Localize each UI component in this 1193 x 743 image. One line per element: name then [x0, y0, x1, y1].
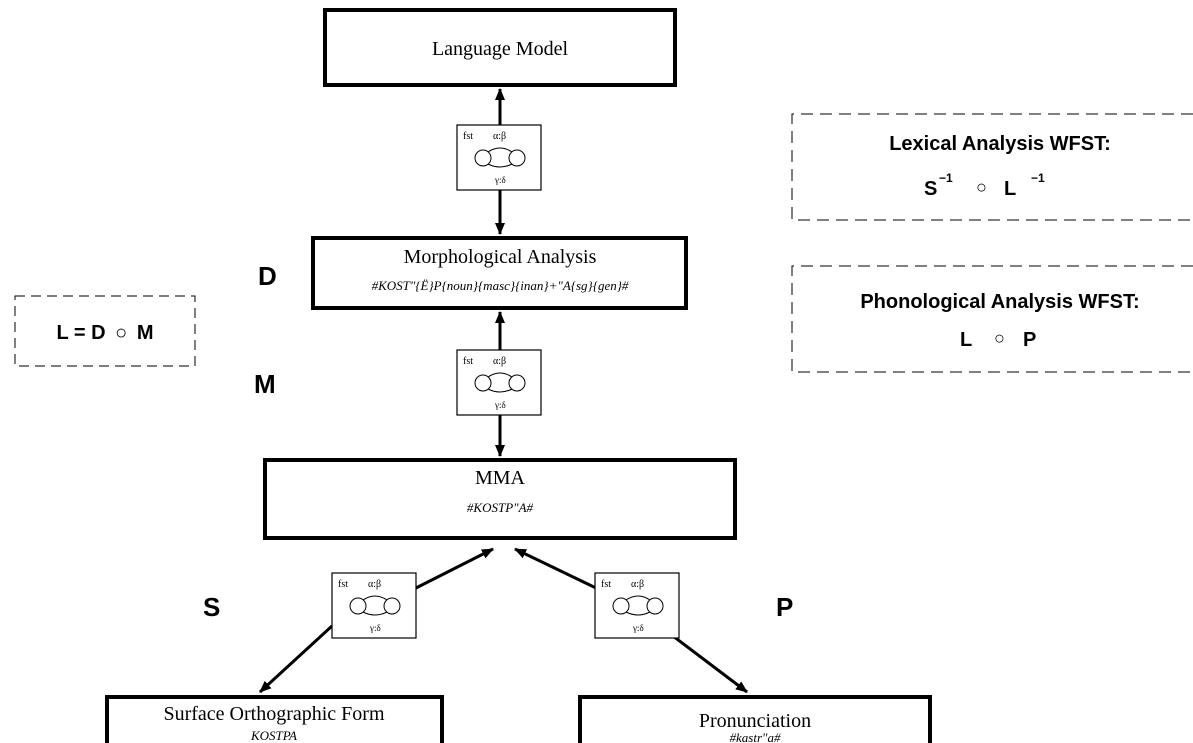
- fst-state-circle: [474, 374, 492, 392]
- composition-rhs: M: [137, 322, 154, 344]
- pronunciation-node: Pronunciation #kastr"a#: [578, 695, 932, 743]
- fst-icon-language-model: fst α:β γ:δ: [456, 124, 542, 191]
- arrows: [258, 88, 748, 694]
- compose-operator: ○: [994, 328, 1005, 348]
- fst-state-circle: [349, 597, 367, 615]
- fst-state-circle: [508, 374, 526, 392]
- arrow-s-to-surface: [258, 624, 334, 694]
- fst-label: fst: [463, 356, 473, 367]
- fst-state-circle: [508, 149, 526, 167]
- pronunciation-example: #kastr"a#: [730, 730, 781, 743]
- transducer-label-d: D: [258, 261, 277, 291]
- surface-form-title: Surface Orthographic Form: [163, 703, 384, 725]
- arrow-p-to-pronunciation: [664, 628, 748, 694]
- language-model-node: Language Model: [323, 8, 677, 87]
- fst-top-arc: α:β: [368, 579, 381, 590]
- morph-analysis-node: Morphological Analysis #KOST"{Ë}P{noun}{…: [311, 236, 688, 310]
- phonological-p: P: [1023, 329, 1036, 351]
- fst-icon-surface: fst α:β γ:δ: [331, 572, 417, 639]
- surface-form-node: Surface Orthographic Form KOSTPA: [105, 695, 444, 743]
- pronunciation-title: Pronunciation: [699, 710, 811, 732]
- lexical-l: L: [1004, 178, 1016, 200]
- fst-top-arc: α:β: [493, 131, 506, 142]
- transducer-label-m: M: [254, 369, 276, 399]
- lexical-wfst-panel: Lexical Analysis WFST: S −1 ○ L −1: [791, 113, 1193, 221]
- lexical-l-superscript: −1: [1031, 171, 1045, 185]
- fst-top-arc: α:β: [631, 579, 644, 590]
- mma-example: #KOSTP"A#: [467, 500, 534, 515]
- surface-form-example: KOSTPA: [250, 728, 297, 743]
- arrow-s-to-mma: [411, 547, 494, 592]
- fst-state-circle: [646, 597, 664, 615]
- arrow-p-to-mma: [514, 547, 597, 590]
- transducer-label-s: S: [203, 592, 220, 622]
- composition-note: L = D ○ M: [14, 295, 196, 367]
- morph-analysis-title: Morphological Analysis: [404, 246, 597, 268]
- fst-state-circle: [383, 597, 401, 615]
- language-model-title: Language Model: [432, 38, 569, 60]
- composition-lhs: L = D: [57, 322, 106, 344]
- fst-bottom-arc: γ:δ: [494, 175, 506, 185]
- fst-state-circle: [474, 149, 492, 167]
- fst-bottom-arc: γ:δ: [494, 400, 506, 410]
- phonological-l: L: [960, 329, 972, 351]
- phonological-wfst-panel: Phonological Analysis WFST: L ○ P: [791, 265, 1193, 373]
- fst-label: fst: [601, 579, 611, 590]
- svg-text:L = D ○ M: L = D ○ M: [57, 322, 154, 344]
- morph-analysis-example: #KOST"{Ë}P{noun}{masc}{inan}+"A{sg}{gen}…: [372, 278, 629, 293]
- fst-state-circle: [612, 597, 630, 615]
- fst-label: fst: [338, 579, 348, 590]
- fst-bottom-arc: γ:δ: [632, 623, 644, 633]
- mma-node: MMA #KOSTP"A#: [263, 458, 737, 540]
- compose-operator: ○: [115, 322, 127, 344]
- transducer-label-p: P: [776, 592, 793, 622]
- lexical-s: S: [924, 178, 937, 200]
- phonological-wfst-title: Phonological Analysis WFST:: [860, 291, 1139, 313]
- lexical-s-superscript: −1: [939, 171, 953, 185]
- fst-top-arc: α:β: [493, 356, 506, 367]
- fst-icon-morphology: fst α:β γ:δ: [456, 349, 542, 416]
- compose-operator: ○: [976, 177, 987, 197]
- fst-label: fst: [463, 131, 473, 142]
- fst-icon-pronunciation: fst α:β γ:δ: [594, 572, 680, 639]
- lexical-wfst-title: Lexical Analysis WFST:: [889, 133, 1111, 155]
- mma-title: MMA: [475, 467, 526, 489]
- fst-bottom-arc: γ:δ: [369, 623, 381, 633]
